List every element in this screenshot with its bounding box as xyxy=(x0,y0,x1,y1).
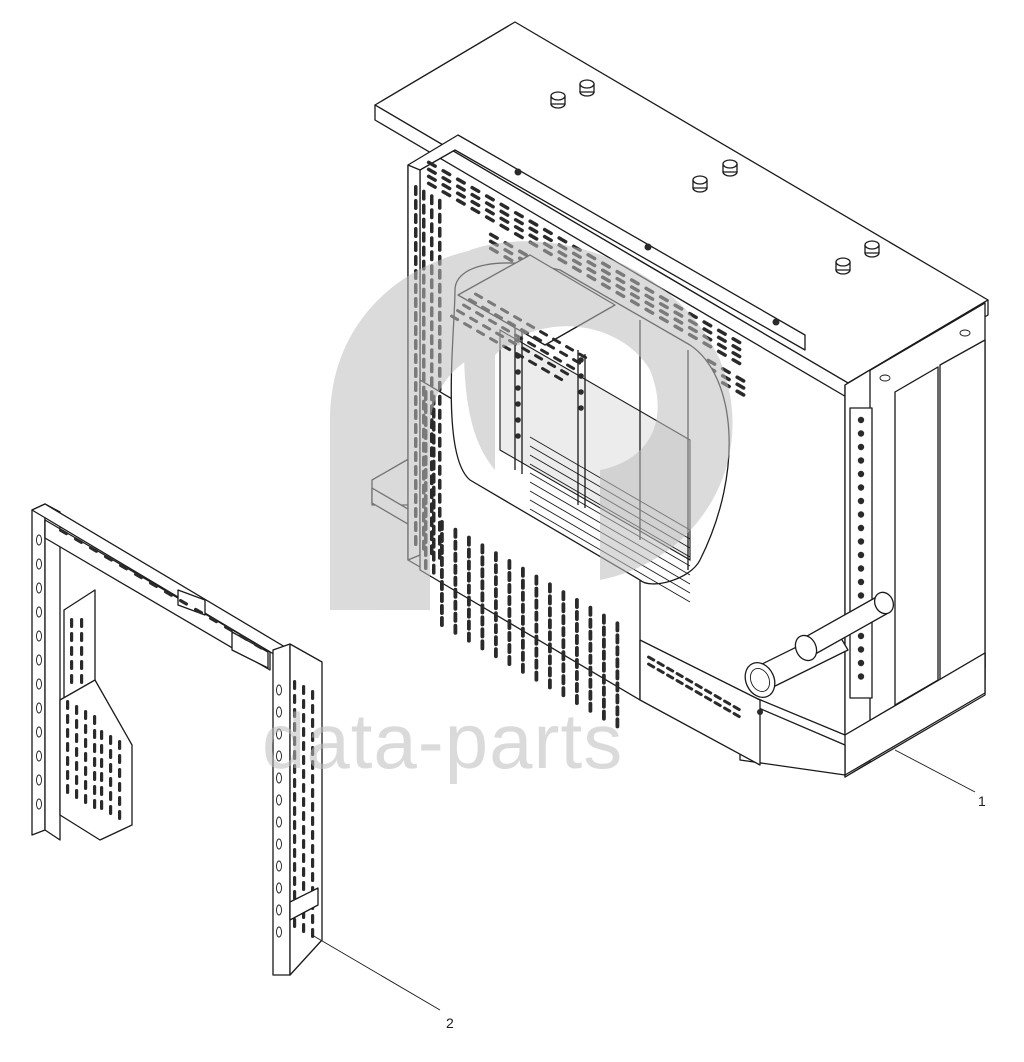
callout-2-label: 2 xyxy=(446,1015,454,1031)
watermark-text: data-parts xyxy=(262,697,623,785)
callout-2: 2 xyxy=(311,934,454,1031)
bottom-slot-strip xyxy=(647,655,741,719)
top-bolts xyxy=(550,79,880,275)
mounting-bracket xyxy=(31,503,323,976)
coolant-pipes xyxy=(744,591,895,699)
callout-1-label: 1 xyxy=(978,793,986,809)
watermark: data-parts xyxy=(262,241,733,785)
watermark-logo-icon xyxy=(464,241,733,581)
callout-1: 1 xyxy=(894,749,986,809)
right-side-frame xyxy=(844,302,986,778)
